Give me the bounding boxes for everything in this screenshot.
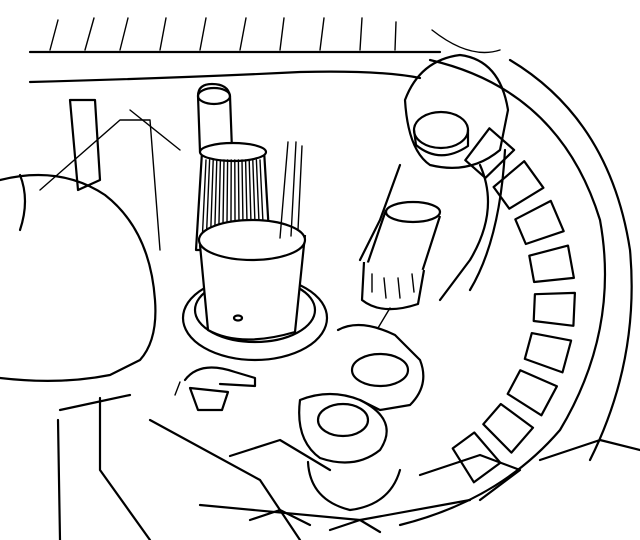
housing-pocket [529,246,574,282]
housing-pocket [534,293,575,326]
housing-pockets [453,128,575,482]
spline-line [202,160,206,244]
housing-pocket [453,433,501,483]
housing-pocket [515,201,563,244]
retaining-clip [175,368,255,411]
top-frame [30,18,500,82]
housing-rim [400,60,632,525]
sensor-bracket [299,325,423,510]
left-casting [0,100,180,381]
housing-pocket [525,333,571,372]
housing-pocket [508,370,557,415]
shift-rods [280,142,302,238]
housing-pocket [465,128,514,178]
seal-housing [183,220,327,360]
housing-pocket [483,404,533,453]
bottom-ribs [58,395,640,540]
speed-sensor [362,202,440,328]
housing-pocket [494,161,544,209]
